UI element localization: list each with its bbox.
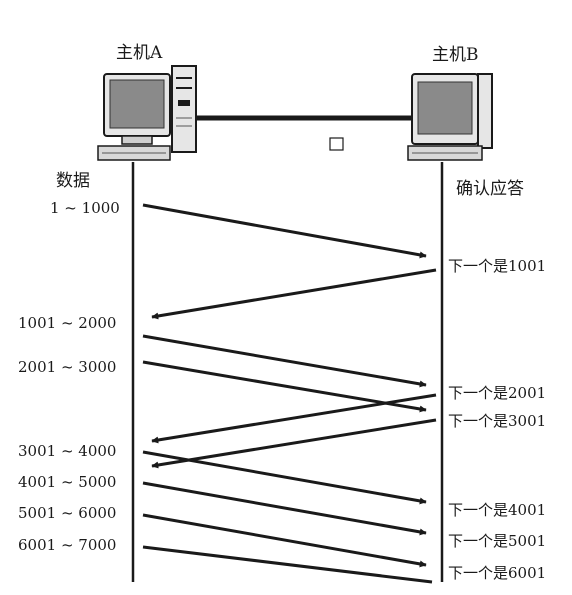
segment-range-label: 1 ~ 1000 (50, 199, 120, 217)
ack-label: 下一个是5001 (448, 532, 546, 550)
ack-label: 下一个是1001 (448, 257, 546, 275)
small-square-marker (329, 137, 344, 151)
receiver-column-header: 确认应答 (456, 179, 524, 199)
data-segment-arrow (142, 481, 427, 536)
desktop-computer-icon (407, 73, 493, 161)
data-segment-arrow (142, 334, 427, 388)
data-segment-arrow (142, 360, 427, 413)
ack-label: 下一个是6001 (448, 564, 546, 582)
host-b-label: 主机B (432, 45, 479, 65)
ack-label: 下一个是2001 (448, 384, 546, 402)
data-segment-arrow (142, 203, 427, 259)
desktop-computer-icon (97, 65, 197, 161)
host-b-computer (407, 73, 493, 161)
ack-arrow (151, 393, 437, 444)
segment-range-label: 4001 ~ 5000 (18, 473, 116, 491)
host-a-computer (97, 65, 197, 161)
data-segment-arrow (142, 513, 427, 568)
data-segment-arrow (142, 545, 433, 584)
segment-range-label: 6001 ~ 7000 (18, 536, 116, 554)
ack-arrow (151, 418, 437, 469)
host-a-label: 主机A (116, 43, 163, 63)
segment-range-label: 1001 ~ 2000 (18, 314, 116, 332)
segment-range-label: 5001 ~ 6000 (18, 504, 116, 522)
segment-range-label: 2001 ~ 3000 (18, 358, 116, 376)
ack-label: 下一个是3001 (448, 412, 546, 430)
ack-label: 下一个是4001 (448, 501, 546, 519)
sender-column-header: 数据 (56, 171, 90, 191)
segment-range-label: 3001 ~ 4000 (18, 442, 116, 460)
ack-arrow (151, 268, 437, 320)
